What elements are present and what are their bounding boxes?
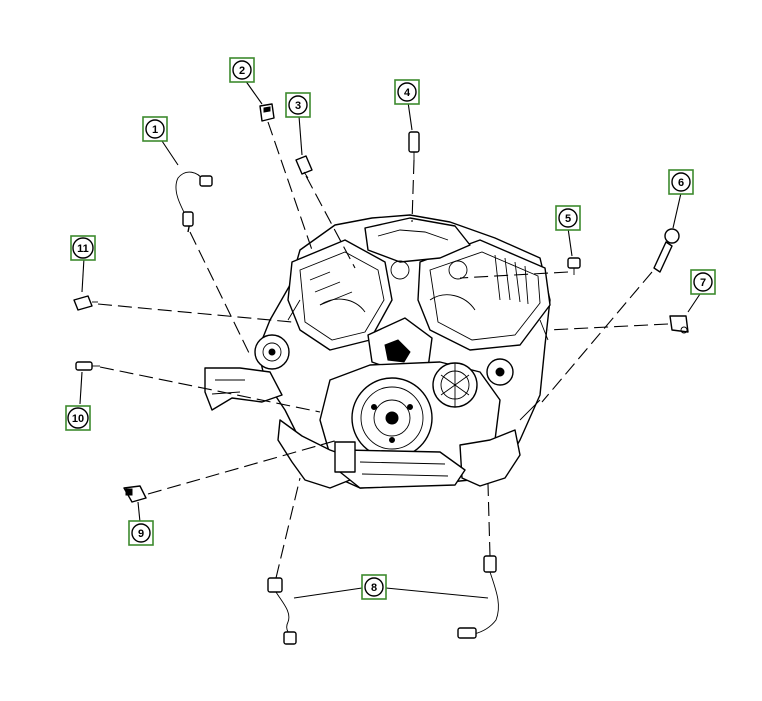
callout-2: 2 [229, 57, 255, 83]
callout-label-8: 8 [371, 582, 377, 594]
sensor-part-8-left [267, 577, 297, 645]
callout-11: 11 [70, 235, 96, 261]
callout-6: 6 [668, 169, 694, 195]
callout-label-6: 6 [678, 177, 684, 189]
sensor-part-8-right [457, 555, 499, 639]
callout-3: 3 [285, 92, 311, 118]
callout-5: 5 [555, 205, 581, 231]
callout-label-11: 11 [77, 243, 89, 255]
callout-label-5: 5 [565, 213, 571, 225]
callout-8: 8 [361, 574, 387, 600]
leader-lines [79, 79, 703, 599]
sensor-part-11 [73, 295, 98, 311]
sensor-part-7 [669, 315, 689, 334]
callout-label-4: 4 [404, 87, 411, 99]
sensor-part-2 [259, 103, 275, 122]
sensor-part-4 [408, 131, 420, 160]
callout-10: 10 [65, 405, 91, 431]
sensor-part-1 [175, 171, 213, 233]
sensor-part-10 [75, 361, 100, 371]
callout-label-3: 3 [295, 100, 301, 112]
callout-7: 7 [690, 269, 716, 295]
callout-label-1: 1 [152, 124, 158, 136]
engine-assembly [204, 214, 551, 489]
callout-label-10: 10 [72, 413, 84, 425]
sensor-part-5 [567, 257, 581, 275]
callout-label-9: 9 [138, 528, 144, 540]
sensor-part-3 [295, 155, 313, 179]
callout-label-2: 2 [239, 65, 245, 77]
callout-1: 1 [142, 116, 168, 142]
callout-4: 4 [394, 79, 420, 105]
callout-9: 9 [128, 520, 154, 546]
callout-label-7: 7 [700, 277, 706, 289]
sensor-part-9 [123, 485, 147, 503]
sensor-part-6 [653, 228, 680, 273]
